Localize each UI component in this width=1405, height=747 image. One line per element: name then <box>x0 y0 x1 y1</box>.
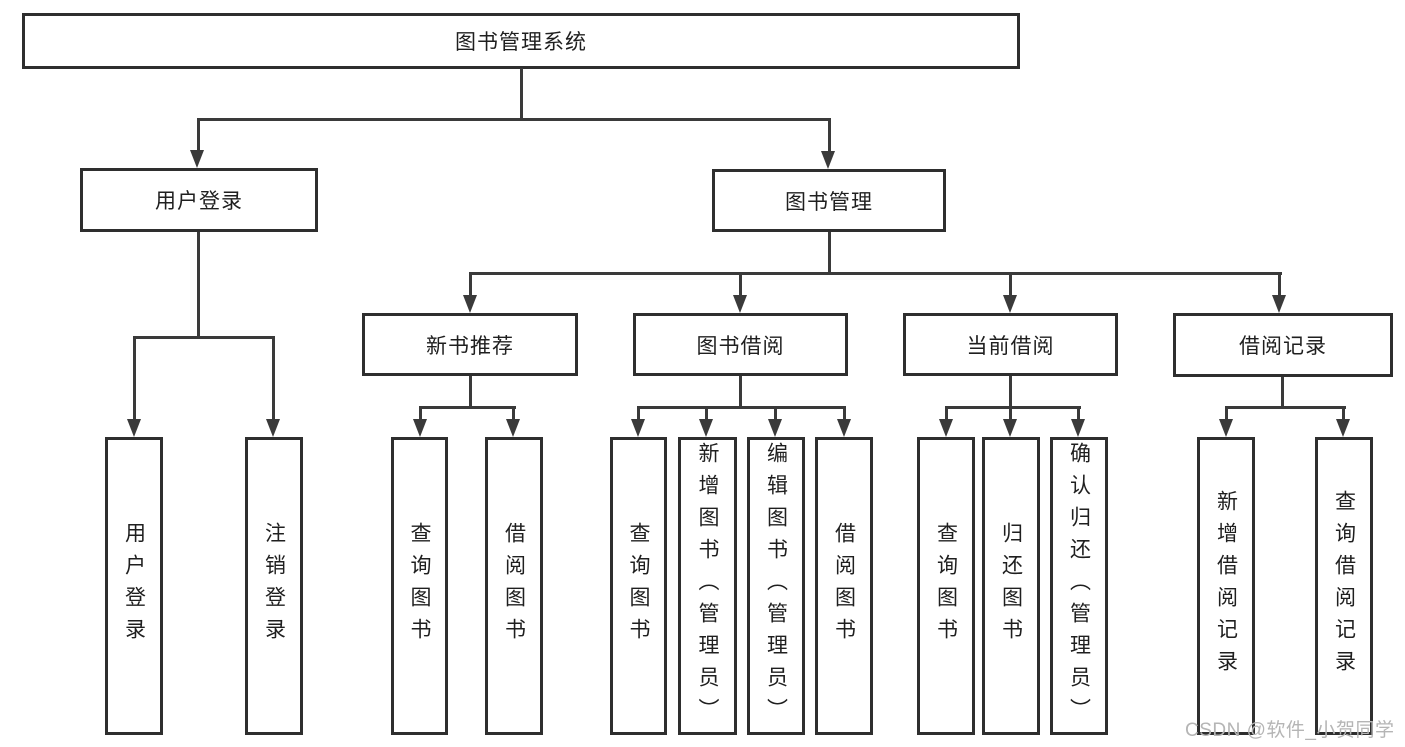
connector-line <box>637 409 640 419</box>
node-book-borrow: 图书借阅 <box>633 313 848 376</box>
arrowhead-down <box>768 419 782 437</box>
arrowhead-down <box>463 295 477 313</box>
connector-line <box>1342 409 1345 419</box>
connector-line <box>133 339 136 419</box>
leaf-label: 查询图书 <box>408 522 431 650</box>
connector-line <box>419 406 516 409</box>
node-book-management-label: 图书管理 <box>785 190 873 214</box>
connector-line <box>512 409 515 419</box>
arrowhead-down <box>1071 419 1085 437</box>
leaf-query-book-3: 查询图书 <box>917 437 975 735</box>
connector-line <box>133 336 275 339</box>
leaf-label: 新增借阅记录 <box>1214 490 1238 682</box>
leaf-add-book-admin: 新增图书（管理员） <box>678 437 737 735</box>
arrowhead-down <box>631 419 645 437</box>
connector-line <box>843 409 846 419</box>
connector-line <box>1009 409 1012 419</box>
node-current-borrow: 当前借阅 <box>903 313 1118 376</box>
node-borrow-record-label: 借阅记录 <box>1239 335 1327 358</box>
node-new-book-recommend-label: 新书推荐 <box>426 334 514 358</box>
leaf-add-borrow-record: 新增借阅记录 <box>1197 437 1255 735</box>
connector-line <box>469 275 472 295</box>
leaf-label: 借阅图书 <box>502 522 526 650</box>
connector-line <box>272 339 275 419</box>
connector-line <box>419 409 422 419</box>
node-root-label: 图书管理系统 <box>455 31 587 54</box>
connector-line <box>1009 376 1012 406</box>
node-user-login: 用户登录 <box>80 168 318 232</box>
leaf-confirm-return-admin: 确认归还（管理员） <box>1050 437 1108 735</box>
leaf-label: 用户登录 <box>122 522 146 650</box>
leaf-label: 查询借阅记录 <box>1332 490 1356 682</box>
node-root: 图书管理系统 <box>22 13 1020 69</box>
leaf-label: 新增图书（管理员） <box>696 442 719 730</box>
connector-line <box>774 409 777 419</box>
connector-line <box>1077 409 1080 419</box>
leaf-user-login: 用户登录 <box>105 437 163 735</box>
arrowhead-down <box>413 419 427 437</box>
node-new-book-recommend: 新书推荐 <box>362 313 578 376</box>
arrowhead-down <box>939 419 953 437</box>
connector-line <box>197 118 831 121</box>
connector-line <box>469 272 1282 275</box>
connector-line <box>828 121 831 151</box>
node-user-login-label: 用户登录 <box>155 190 243 213</box>
connector-line <box>945 409 948 419</box>
leaf-query-book-1: 查询图书 <box>391 437 448 735</box>
csdn-watermark: CSDN @软件_小贺同学 <box>1185 720 1395 741</box>
connector-line <box>739 376 742 406</box>
arrowhead-down <box>821 151 835 169</box>
connector-line <box>197 232 200 336</box>
arrowhead-down <box>506 419 520 437</box>
leaf-query-book-2: 查询图书 <box>610 437 667 735</box>
leaf-query-borrow-record: 查询借阅记录 <box>1315 437 1373 735</box>
connector-line <box>828 232 831 272</box>
arrowhead-down <box>190 150 204 168</box>
arrowhead-down <box>699 419 713 437</box>
connector-line <box>739 275 742 295</box>
connector-line <box>1009 275 1012 295</box>
leaf-label: 确认归还（管理员） <box>1067 442 1091 730</box>
arrowhead-down <box>266 419 280 437</box>
leaf-edit-book-admin: 编辑图书（管理员） <box>747 437 805 735</box>
leaf-borrow-book-1: 借阅图书 <box>485 437 543 735</box>
leaf-label: 注销登录 <box>262 522 286 650</box>
connector-line <box>520 68 523 118</box>
connector-line <box>197 121 200 150</box>
leaf-borrow-book-2: 借阅图书 <box>815 437 873 735</box>
leaf-return-book: 归还图书 <box>982 437 1040 735</box>
arrowhead-down <box>1272 295 1286 313</box>
arrowhead-down <box>1003 419 1017 437</box>
node-book-management: 图书管理 <box>712 169 946 232</box>
connector-line <box>637 406 846 409</box>
arrowhead-down <box>1336 419 1350 437</box>
leaf-label: 借阅图书 <box>832 522 856 650</box>
leaf-label: 归还图书 <box>999 522 1023 650</box>
connector-line <box>1225 409 1228 419</box>
node-borrow-record: 借阅记录 <box>1173 313 1393 377</box>
arrowhead-down <box>837 419 851 437</box>
arrowhead-down <box>1219 419 1233 437</box>
node-book-borrow-label: 图书借阅 <box>696 334 785 358</box>
arrowhead-down <box>127 419 141 437</box>
connector-line <box>705 409 708 419</box>
node-current-borrow-label: 当前借阅 <box>966 334 1055 358</box>
arrowhead-down <box>733 295 747 313</box>
leaf-label: 编辑图书（管理员） <box>764 442 788 730</box>
connector-line <box>1225 406 1346 409</box>
leaf-label: 查询图书 <box>627 522 650 650</box>
arrowhead-down <box>1003 295 1017 313</box>
leaf-label: 查询图书 <box>934 522 958 650</box>
connector-line <box>1281 377 1284 406</box>
connector-line <box>1278 275 1281 295</box>
connector-line <box>469 376 472 406</box>
leaf-logout: 注销登录 <box>245 437 303 735</box>
connector-line <box>945 406 1081 409</box>
